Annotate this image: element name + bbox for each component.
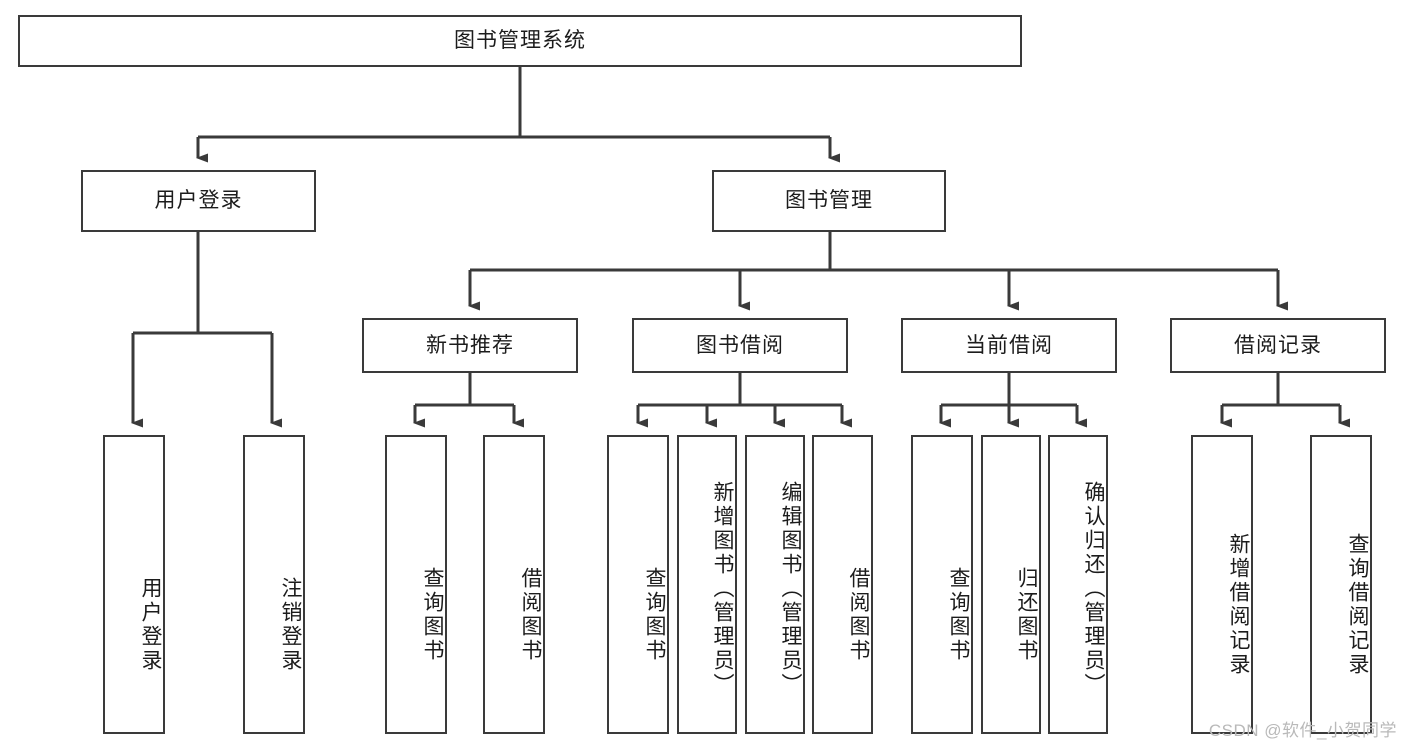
node-current-borrow-label: 当前借阅 bbox=[965, 333, 1053, 357]
leaf-current-borrow-confirm-return[interactable]: 确认归还（管理员） bbox=[1048, 435, 1108, 734]
leaf-label: 查询图书 bbox=[947, 566, 970, 663]
node-book-management[interactable]: 图书管理 bbox=[712, 170, 946, 232]
leaf-book-borrow-query[interactable]: 查询图书 bbox=[607, 435, 669, 734]
leaf-label: 注销登录 bbox=[279, 576, 302, 673]
leaf-current-borrow-query[interactable]: 查询图书 bbox=[911, 435, 973, 734]
leaf-book-borrow-borrow[interactable]: 借阅图书 bbox=[812, 435, 873, 734]
leaf-book-borrow-edit[interactable]: 编辑图书（管理员） bbox=[745, 435, 805, 734]
node-book-management-label: 图书管理 bbox=[785, 189, 873, 213]
node-book-borrow-label: 图书借阅 bbox=[696, 333, 784, 357]
leaf-label: 新增借阅记录 bbox=[1227, 532, 1250, 677]
node-borrow-records-label: 借阅记录 bbox=[1234, 333, 1322, 357]
leaf-label: 借阅图书 bbox=[519, 566, 542, 663]
leaf-label: 新增图书（管理员） bbox=[711, 480, 734, 697]
leaf-borrow-records-add[interactable]: 新增借阅记录 bbox=[1191, 435, 1253, 734]
node-borrow-records[interactable]: 借阅记录 bbox=[1170, 318, 1386, 373]
leaf-label: 查询图书 bbox=[421, 566, 444, 663]
leaf-user-login-logout[interactable]: 注销登录 bbox=[243, 435, 305, 734]
leaf-user-login-login[interactable]: 用户登录 bbox=[103, 435, 165, 734]
leaf-borrow-records-query[interactable]: 查询借阅记录 bbox=[1310, 435, 1372, 734]
leaf-label: 确认归还（管理员） bbox=[1082, 480, 1105, 697]
watermark: CSDN @软件_小贺同学 bbox=[1208, 721, 1397, 740]
leaf-label: 编辑图书（管理员） bbox=[779, 480, 802, 697]
node-root[interactable]: 图书管理系统 bbox=[18, 15, 1022, 67]
leaf-label: 借阅图书 bbox=[847, 566, 870, 663]
leaf-book-borrow-add[interactable]: 新增图书（管理员） bbox=[677, 435, 737, 734]
node-current-borrow[interactable]: 当前借阅 bbox=[901, 318, 1117, 373]
node-root-label: 图书管理系统 bbox=[454, 29, 586, 53]
node-user-login-label: 用户登录 bbox=[154, 189, 243, 213]
node-book-borrow[interactable]: 图书借阅 bbox=[632, 318, 848, 373]
leaf-new-book-query[interactable]: 查询图书 bbox=[385, 435, 447, 734]
leaf-new-book-borrow[interactable]: 借阅图书 bbox=[483, 435, 545, 734]
node-new-book-recommend-label: 新书推荐 bbox=[426, 333, 514, 357]
leaf-label: 查询图书 bbox=[643, 566, 666, 663]
node-user-login[interactable]: 用户登录 bbox=[81, 170, 316, 232]
leaf-label: 查询借阅记录 bbox=[1346, 532, 1369, 677]
leaf-label: 用户登录 bbox=[139, 576, 162, 673]
leaf-label: 归还图书 bbox=[1015, 566, 1038, 663]
node-new-book-recommend[interactable]: 新书推荐 bbox=[362, 318, 578, 373]
leaf-current-borrow-return[interactable]: 归还图书 bbox=[981, 435, 1041, 734]
